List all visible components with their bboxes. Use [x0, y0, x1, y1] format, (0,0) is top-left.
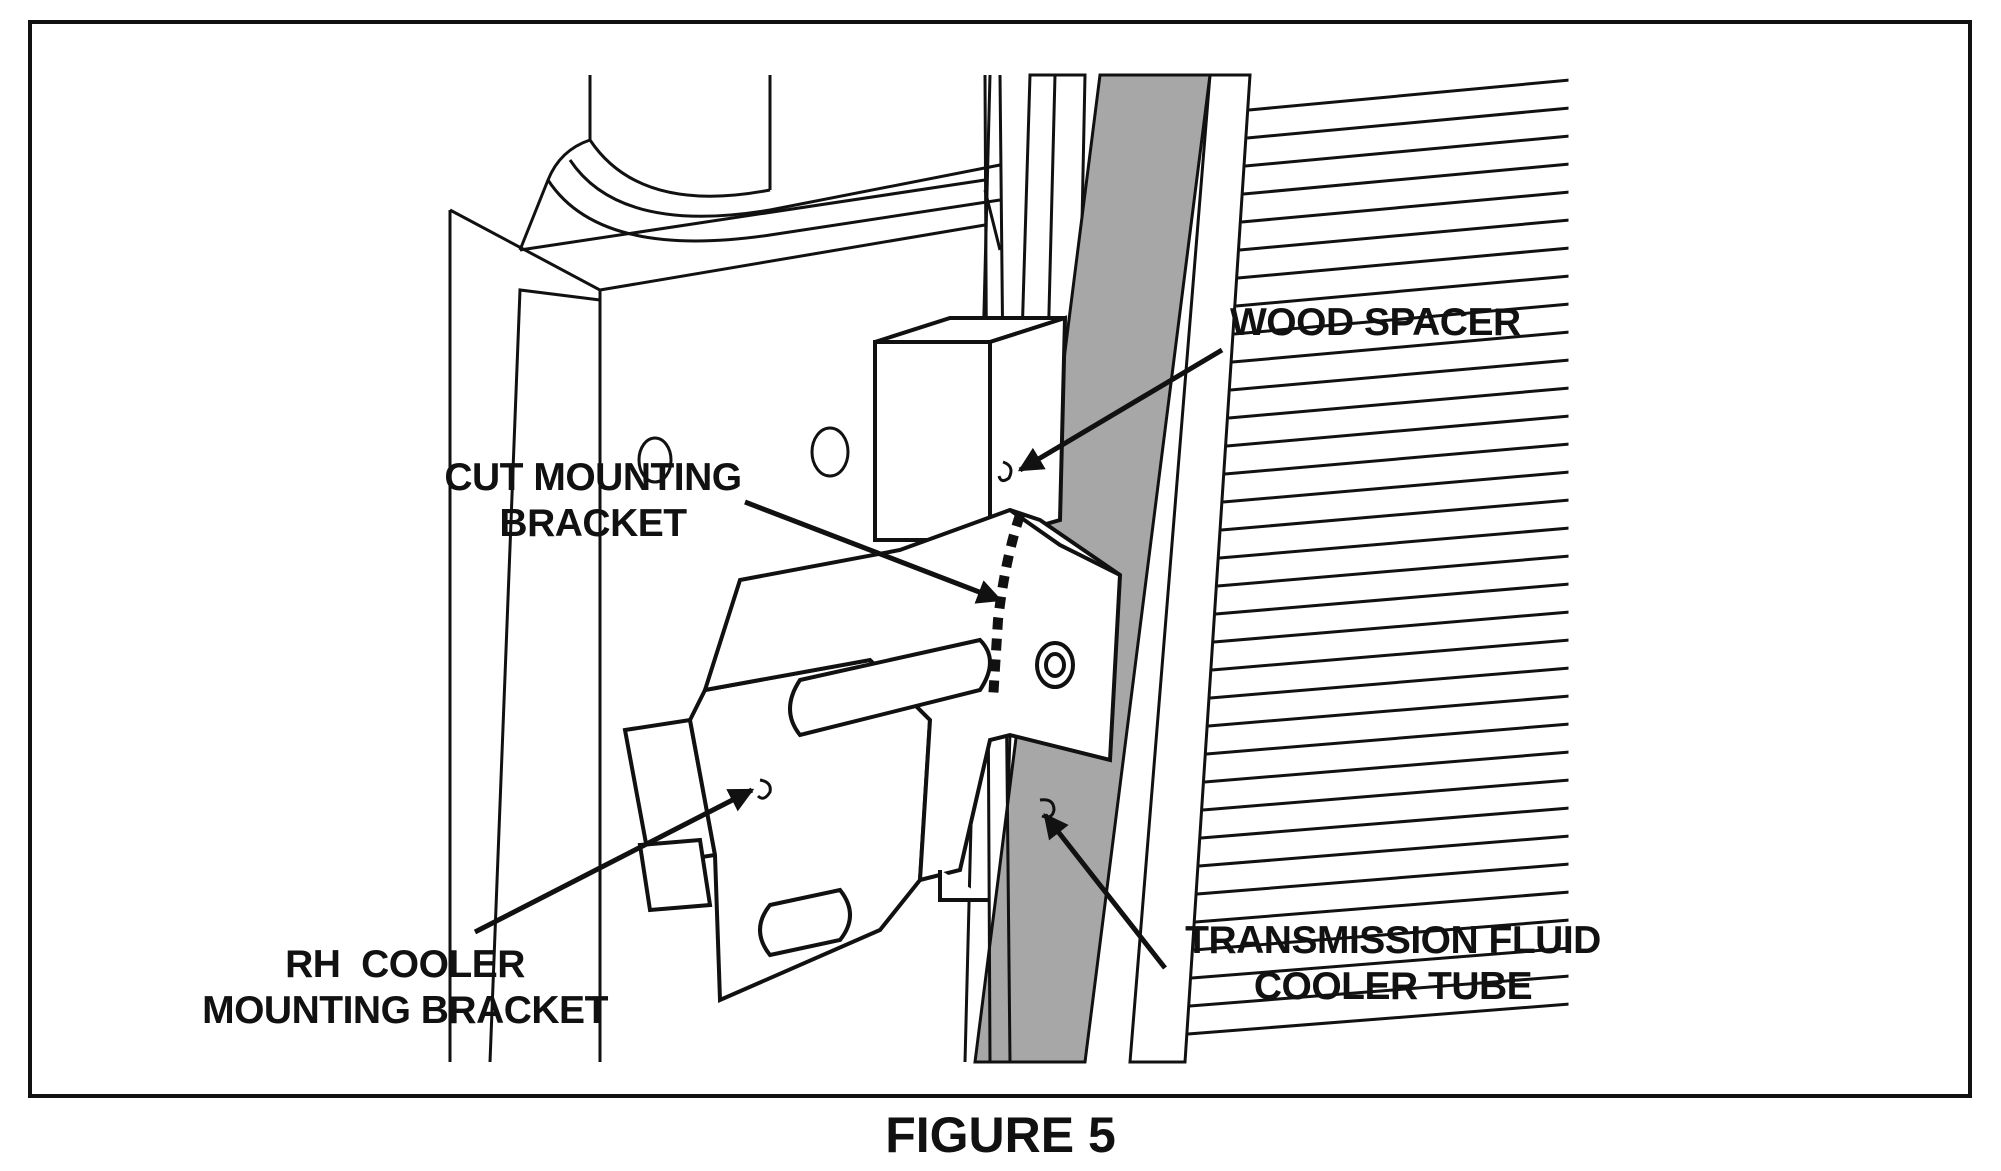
radiator-fin: [1221, 498, 1571, 532]
cut-label-line2: BRACKET: [499, 502, 687, 545]
radiator-fin: [1248, 78, 1571, 112]
radiator-fin: [1211, 638, 1571, 672]
radiator-fin: [1235, 274, 1571, 308]
radiator-fin: [1217, 554, 1571, 588]
radiator-fin: [1208, 694, 1571, 728]
arrow-rh-bracket: [473, 787, 755, 935]
radiator-fin: [1195, 890, 1571, 924]
radiator-fin: [1239, 218, 1571, 252]
radiator-fin: [1187, 1002, 1571, 1036]
radiator-fins: [1187, 75, 1572, 1062]
radiator-fin: [1191, 946, 1571, 980]
arrow-wood-spacer: [1017, 347, 1224, 473]
radiator-fin: [1197, 862, 1571, 896]
radiator-fin: [1226, 414, 1571, 448]
wood-spacer-label: WOOD SPACER: [1230, 300, 1521, 346]
radiator-fin: [1230, 358, 1571, 392]
radiator-fin: [1215, 582, 1571, 616]
radiator-fin: [1210, 666, 1571, 700]
cut-line: [988, 513, 1025, 701]
radiator-fin: [1198, 834, 1571, 868]
radiator-fin: [1189, 974, 1571, 1008]
radiator-fin: [1200, 806, 1571, 840]
figure-frame: [28, 20, 1972, 1098]
figure-caption: FIGURE 5: [885, 1107, 1116, 1163]
arrow-transmission-tube: [1043, 813, 1167, 970]
radiator-fin: [1232, 330, 1571, 364]
radiator-fin: [1245, 134, 1571, 168]
leader-arrows: [473, 347, 1224, 970]
transmission-cooler-tube-label: TRANSMISSION FLUID COOLER TUBE: [1178, 918, 1608, 1010]
radiator-fin: [1243, 162, 1571, 196]
rh-cooler-mounting-bracket: [622, 507, 1123, 1004]
radiator-fin: [1213, 610, 1571, 644]
radiator-fin: [1202, 778, 1571, 812]
rh-cooler-bracket-label: RH COOLER MOUNTING BRACKET: [195, 942, 615, 1034]
rh-label-line1: RH COOLER: [285, 943, 525, 986]
wood-spacer: [873, 315, 1068, 543]
radiator-fin: [1204, 750, 1571, 784]
radiator-fin: [1224, 442, 1571, 476]
radiator-fin: [1219, 526, 1571, 560]
arrow-cut-bracket: [744, 499, 1003, 604]
radiator-fin: [1234, 302, 1571, 336]
cut-mounting-bracket-label: CUT MOUNTING BRACKET: [443, 455, 743, 547]
radiator-fin: [1193, 918, 1571, 952]
radiator-fin: [1222, 470, 1571, 504]
radiator-fin: [1237, 246, 1571, 280]
rh-label-line2: MOUNTING BRACKET: [202, 989, 608, 1032]
trans-label-line1: TRANSMISSION FLUID: [1185, 919, 1601, 962]
radiator-fin: [1247, 106, 1571, 140]
radiator-fin: [1228, 386, 1571, 420]
trans-label-line2: COOLER TUBE: [1253, 965, 1533, 1008]
radiator-fin: [1206, 722, 1571, 756]
wood-spacer-label-text: WOOD SPACER: [1230, 301, 1521, 344]
radiator-fin: [1241, 190, 1571, 224]
cut-label-line1: CUT MOUNTING: [444, 456, 742, 499]
